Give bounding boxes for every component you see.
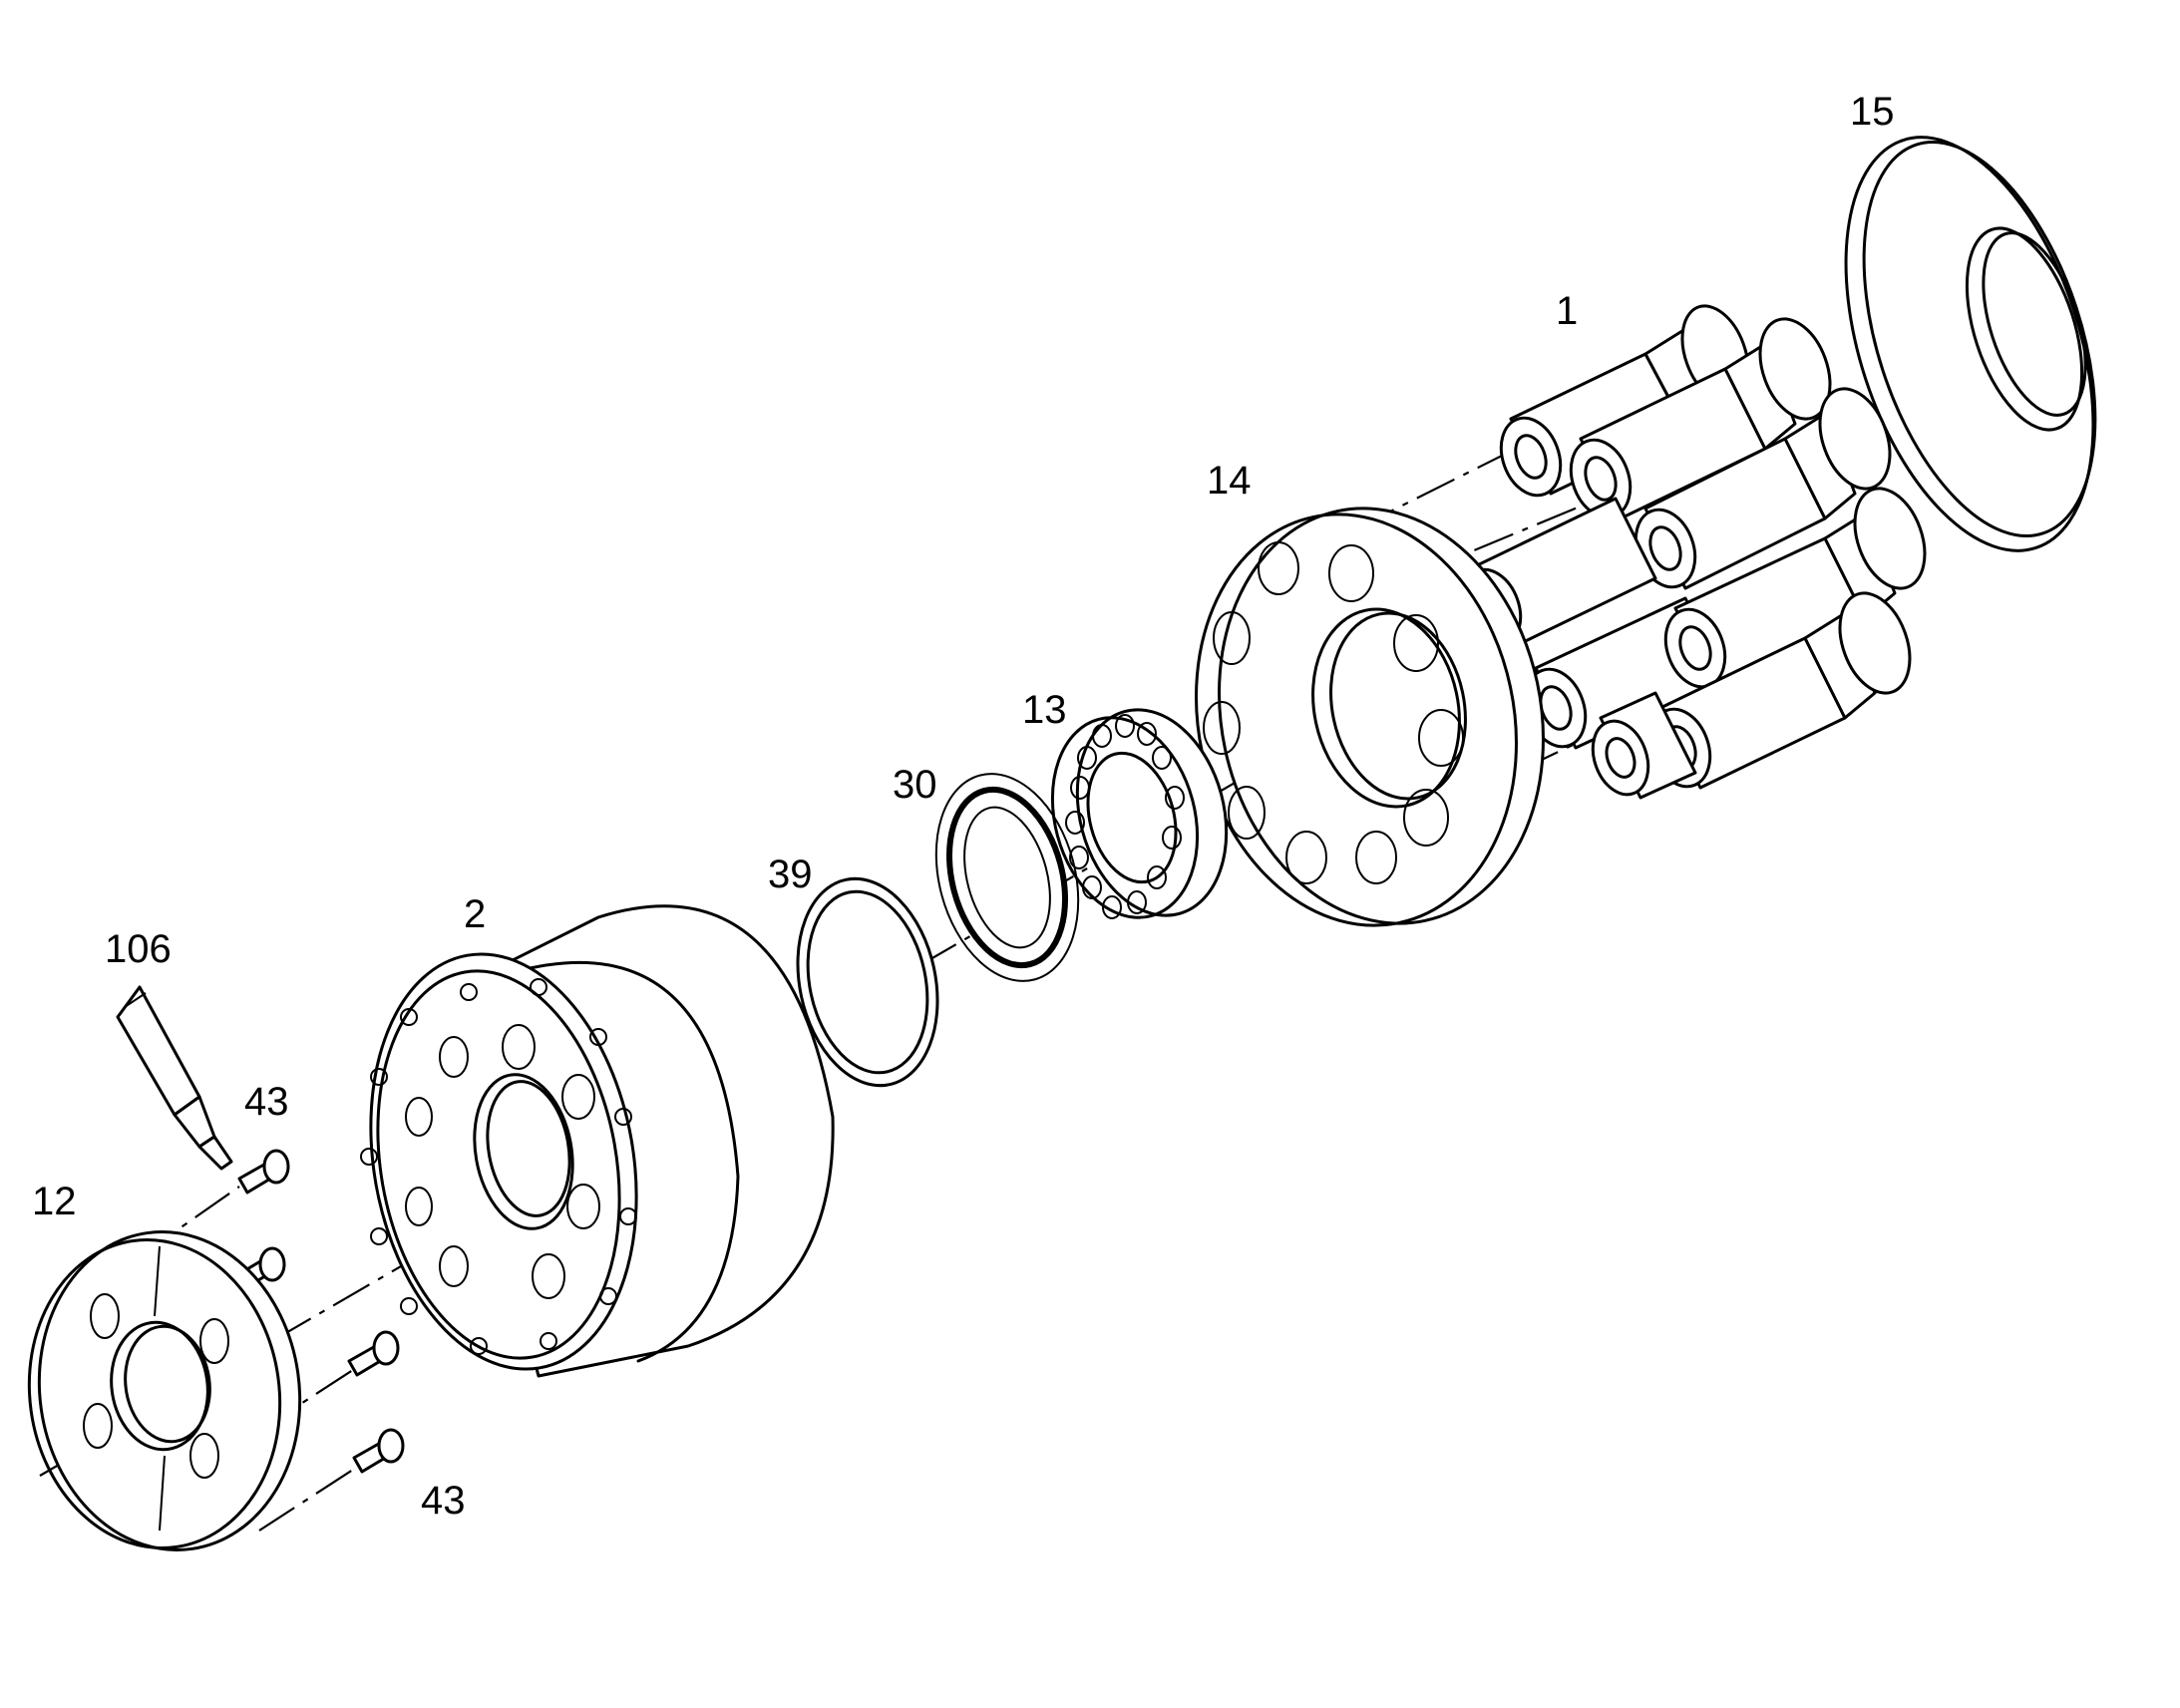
part-2-cylinder-block <box>360 904 835 1378</box>
callout-1: 1 <box>1556 289 1578 333</box>
part-1-pistons <box>1459 304 1927 800</box>
callout-15: 15 <box>1850 90 1895 134</box>
part-39-shim-ring <box>796 876 939 1088</box>
part-14-retainer-plate <box>1195 507 1545 927</box>
callout-14: 14 <box>1207 459 1252 503</box>
callout-13: 13 <box>1022 688 1067 732</box>
callout-12: 12 <box>32 1180 77 1223</box>
part-13-bushing <box>1050 708 1229 919</box>
callout-43-bottom: 43 <box>421 1479 466 1523</box>
part-12-port-plate <box>27 1230 302 1551</box>
callout-106: 106 <box>105 927 172 971</box>
callout-43-top: 43 <box>244 1080 289 1124</box>
bolt-axis-4 <box>258 1465 360 1532</box>
part-106-adhesive-tube <box>116 985 233 1171</box>
callout-30: 30 <box>893 763 937 807</box>
part-30-springs <box>934 773 1080 982</box>
part-43-screws <box>233 1149 405 1474</box>
part-15-thrust-plate <box>1844 136 2097 552</box>
callout-39: 39 <box>768 853 813 896</box>
callout-2: 2 <box>464 892 486 936</box>
